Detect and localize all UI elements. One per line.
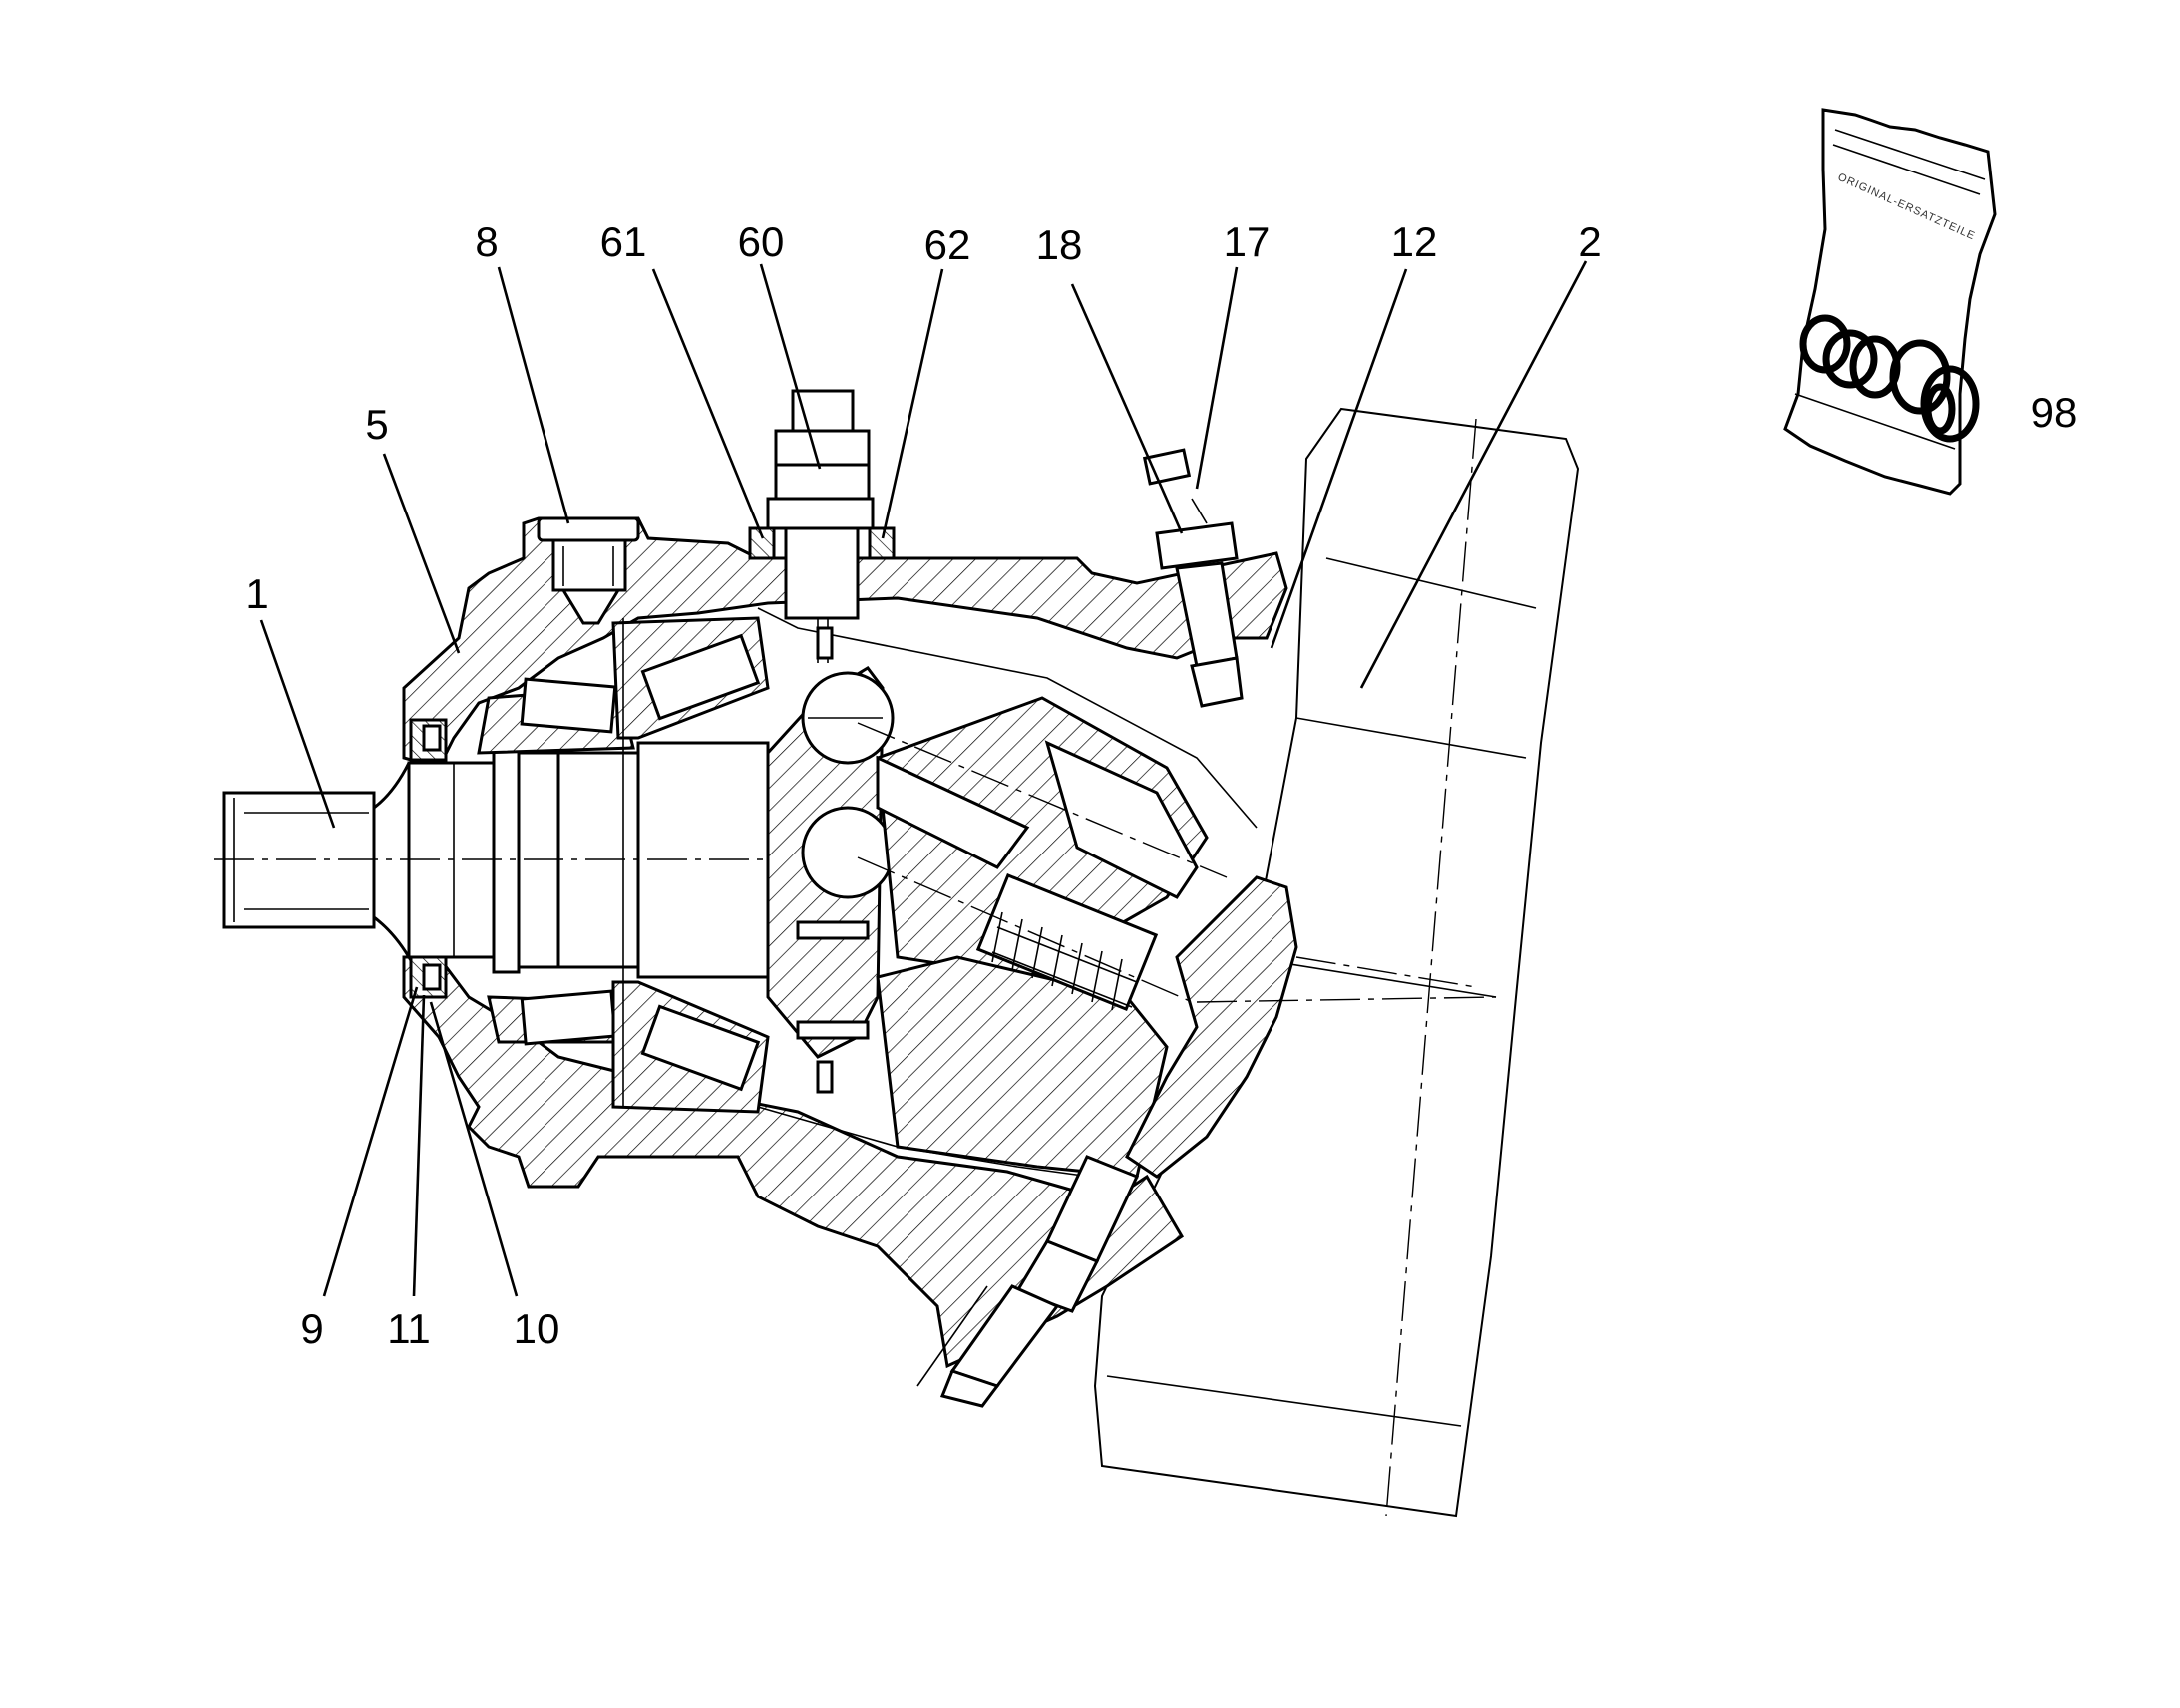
leader-lines bbox=[259, 260, 1588, 1297]
callout-18: 18 bbox=[1036, 221, 1083, 268]
callout-2: 2 bbox=[1578, 218, 1601, 265]
callout-1: 1 bbox=[245, 570, 268, 617]
drive-flange bbox=[766, 666, 895, 1059]
callout-9: 9 bbox=[300, 1305, 323, 1352]
callout-60: 60 bbox=[738, 218, 785, 265]
drive-shaft bbox=[214, 741, 858, 979]
seal-kit-bag: ORIGINAL-ERSATZTEILE bbox=[1783, 108, 1997, 496]
port-plate-outline bbox=[1093, 407, 1580, 1518]
rear-bearing bbox=[611, 616, 770, 1114]
callout-10: 10 bbox=[514, 1305, 560, 1352]
callout-8: 8 bbox=[475, 218, 498, 265]
angled-screw-assembly bbox=[1142, 448, 1244, 708]
callout-labels: 1 2 5 8 9 10 11 12 17 18 60 61 62 98 bbox=[245, 218, 2077, 1352]
lower-screw-assembly bbox=[916, 1155, 1140, 1408]
callout-61: 61 bbox=[600, 218, 647, 265]
o-ring-set bbox=[1799, 314, 1980, 443]
callout-12: 12 bbox=[1391, 218, 1438, 265]
callout-11: 11 bbox=[387, 1305, 431, 1352]
control-lens bbox=[1125, 875, 1497, 1179]
callout-5: 5 bbox=[365, 401, 388, 448]
spring bbox=[991, 911, 1138, 1011]
flange-bolts bbox=[796, 626, 870, 1094]
callout-98: 98 bbox=[2031, 389, 2078, 436]
plug-screw bbox=[537, 516, 640, 625]
callout-17: 17 bbox=[1224, 218, 1271, 265]
front-bearing bbox=[477, 677, 635, 1046]
cylinder-block bbox=[857, 696, 1228, 1179]
stop-screw-assembly bbox=[748, 389, 896, 663]
shaft-seal bbox=[409, 718, 448, 999]
callout-62: 62 bbox=[924, 221, 971, 268]
